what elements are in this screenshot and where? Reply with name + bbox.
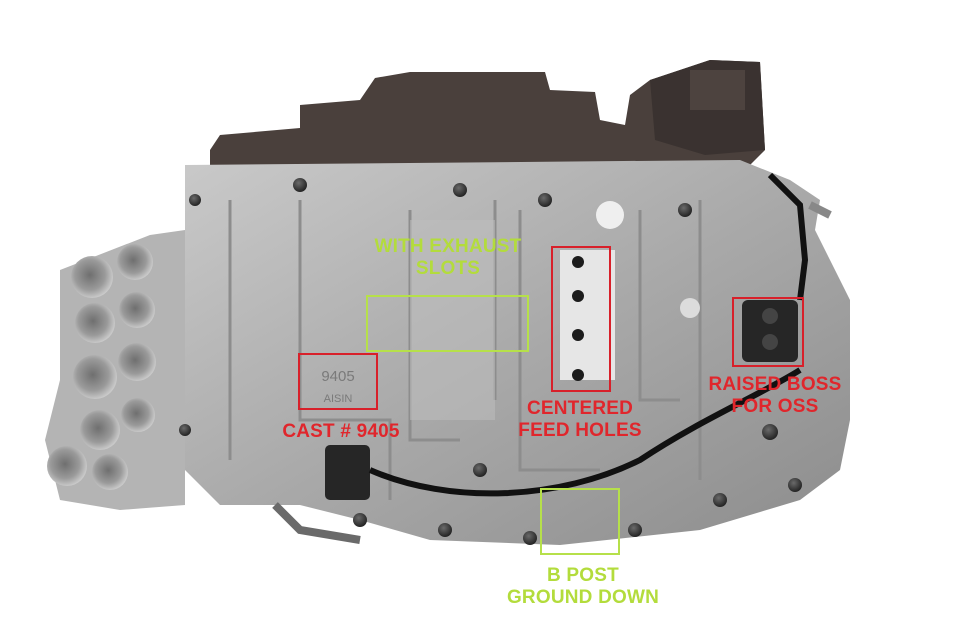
feed-holes-label: CENTERED FEED HOLES [500, 398, 660, 442]
oss-boss-line2: FOR OSS [731, 396, 819, 417]
svg-text:9405: 9405 [321, 368, 354, 385]
b-post-box [540, 488, 620, 555]
b-post-line1: B POST [547, 565, 619, 586]
oss-boss-label: RAISED BOSS FOR OSS [690, 374, 860, 418]
cast-number-text: CAST # 9405 [282, 421, 400, 442]
exhaust-slots-box [366, 295, 529, 352]
feed-holes-line2: FEED HOLES [518, 420, 642, 441]
feed-holes-box [551, 246, 611, 392]
oss-boss-box [732, 297, 804, 367]
exhaust-slots-line2: SLOTS [415, 258, 481, 279]
b-post-line2: GROUND DOWN [506, 587, 660, 608]
cast-number-label: CAST # 9405 [266, 421, 416, 443]
cast-number-box [298, 353, 378, 410]
feed-holes-line1: CENTERED [526, 398, 634, 419]
b-post-label: B POST GROUND DOWN [485, 565, 681, 609]
svg-text:AISIN: AISIN [324, 393, 353, 405]
exhaust-slots-label: WITH EXHAUST SLOTS [362, 236, 534, 280]
oss-boss-line1: RAISED BOSS [708, 374, 842, 395]
exhaust-slots-line1: WITH EXHAUST [374, 236, 522, 257]
